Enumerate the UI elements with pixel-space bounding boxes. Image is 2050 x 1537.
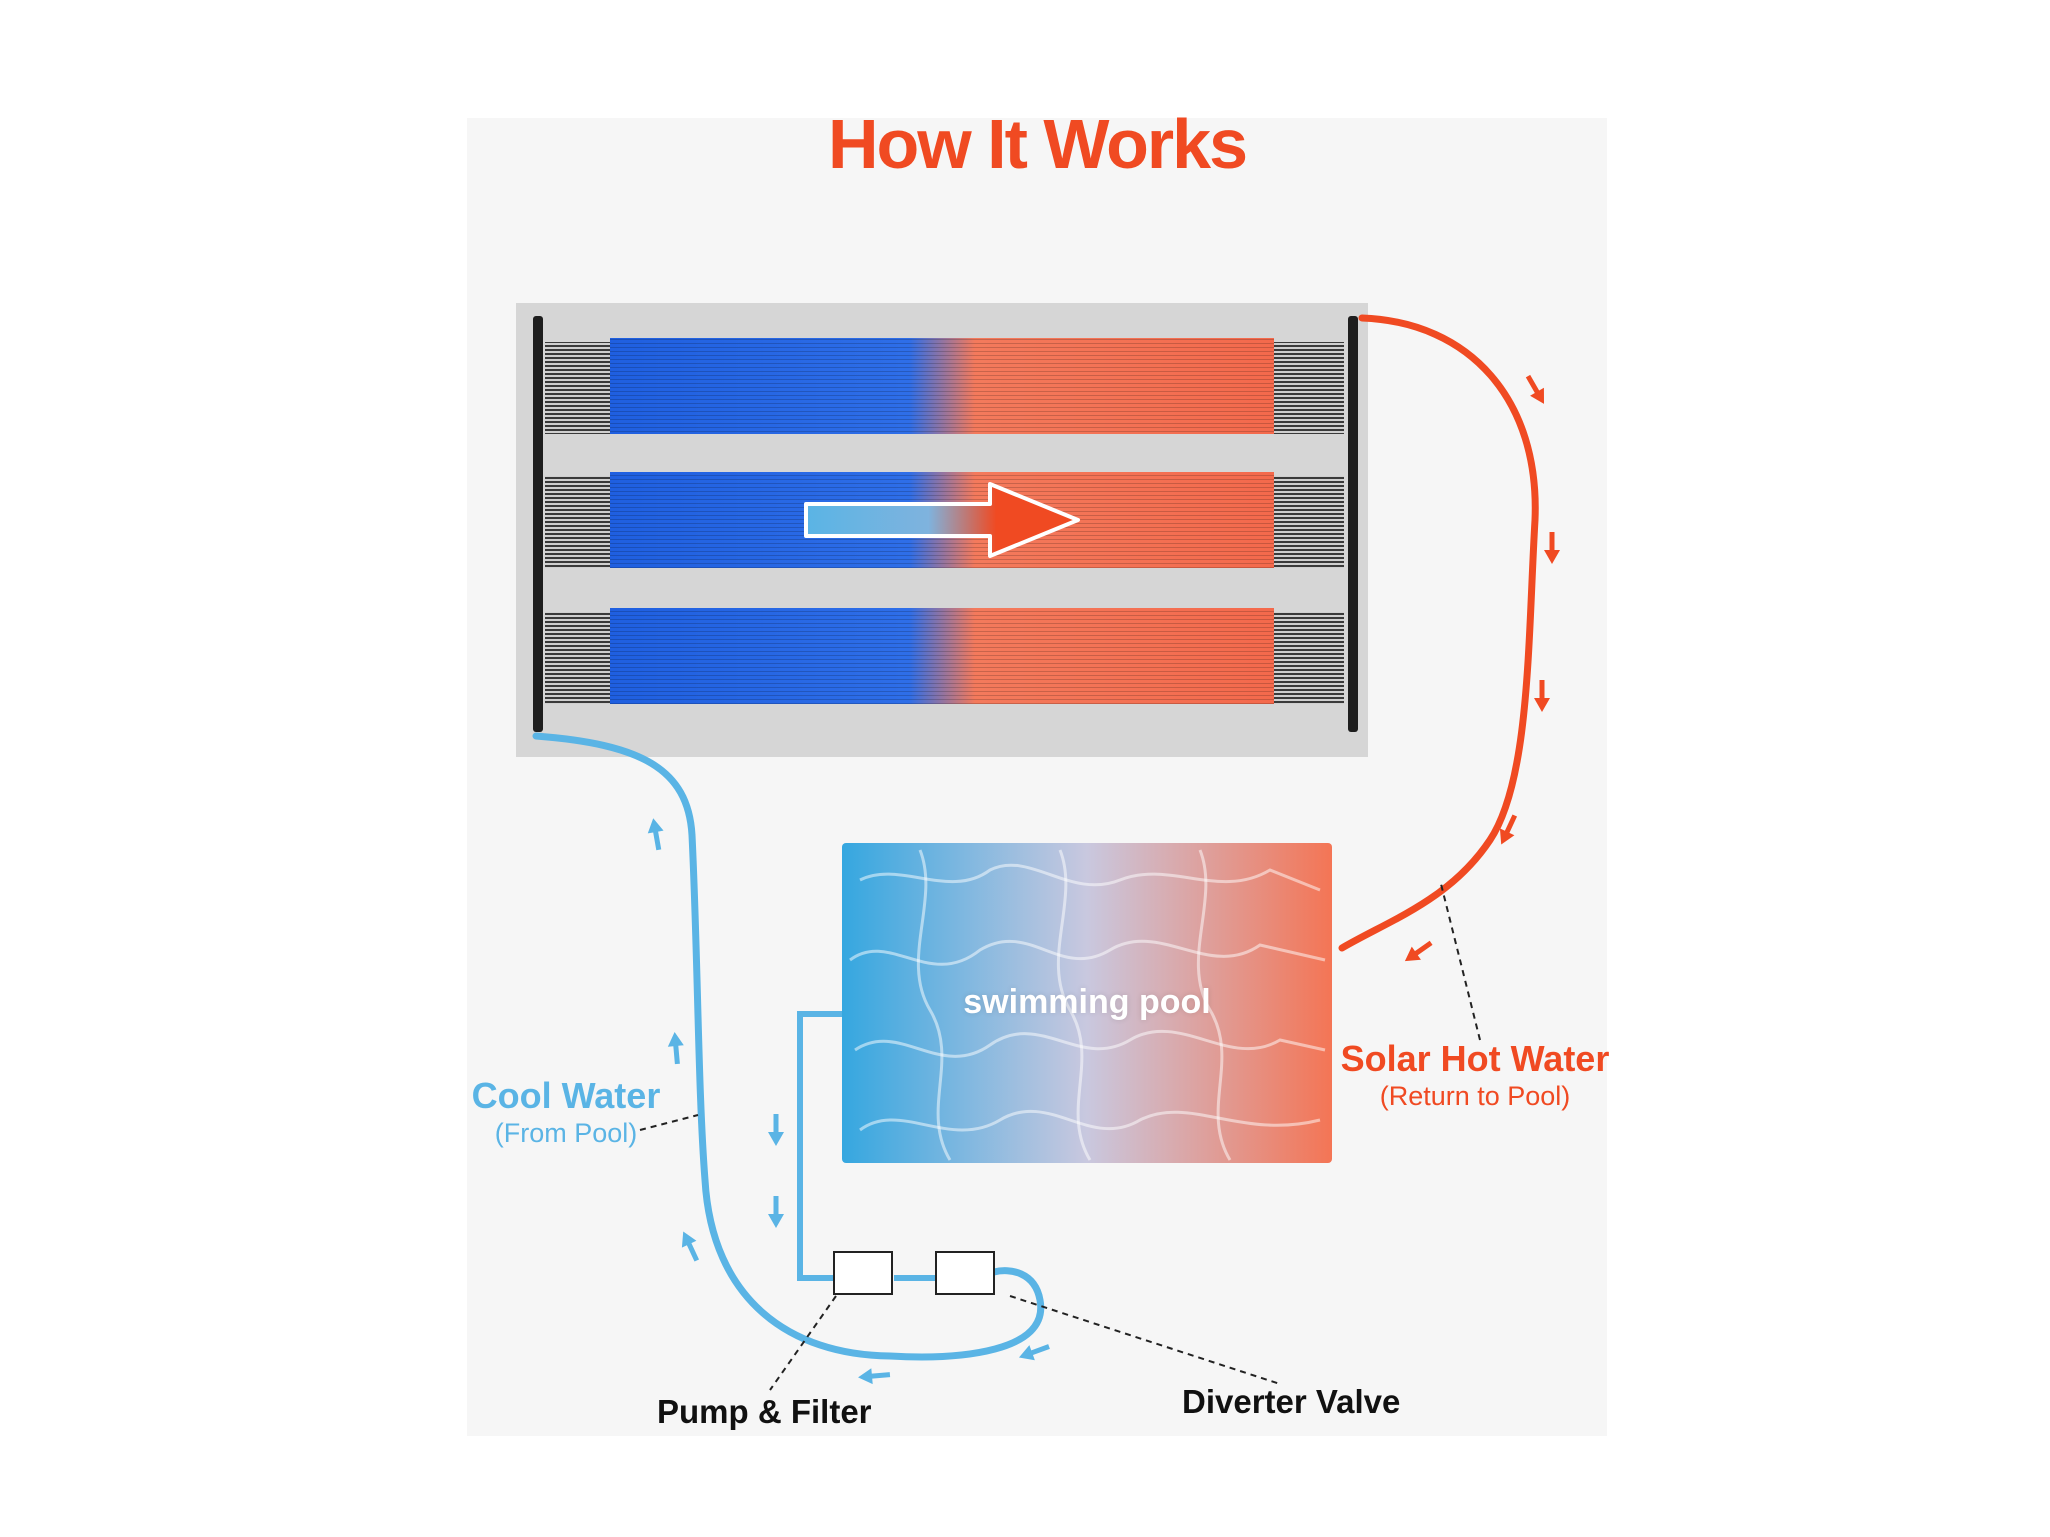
flow-arrow-icon [1018, 1344, 1050, 1361]
flow-arrow-icon [667, 1032, 684, 1065]
flow-arrow-icon [681, 1231, 700, 1262]
solar-hot-water-leader [1439, 879, 1481, 1041]
diverter-valve-box [935, 1251, 995, 1295]
diverter-valve-leader [1009, 1295, 1281, 1385]
collector-left-header [533, 316, 543, 732]
pump-filter-box [833, 1251, 893, 1295]
flow-arrow-icon [768, 1114, 784, 1146]
solar-panel-top [545, 338, 1344, 434]
flow-arrow-icon [1534, 680, 1550, 712]
solar-panel-bottom [545, 608, 1344, 704]
flow-arrow-icon [1544, 532, 1560, 564]
flow-arrow-icon [1525, 374, 1544, 404]
pump-filter-label: Pump & Filter [657, 1393, 872, 1430]
collector-right-header [1348, 316, 1358, 732]
gradient-flow-arrow-icon [804, 482, 1080, 558]
solar-hot-water-label: Solar Hot Water [1340, 1038, 1610, 1079]
cool-water-label: Cool Water [471, 1075, 661, 1116]
solar-hot-water-pipe [1338, 314, 1539, 952]
leader-lines [639, 879, 1481, 1391]
flow-arrow-icon [1499, 814, 1518, 845]
cool-water-pipe [532, 732, 1045, 1361]
swimming-pool [842, 843, 1332, 1163]
flow-arrow-icon [1404, 940, 1433, 962]
solar-hot-water-sublabel: (Return to Pool) [1379, 1081, 1571, 1111]
page-title: How It Works [827, 105, 1248, 183]
cool-water-sublabel: (From Pool) [494, 1118, 638, 1148]
swimming-pool-label: swimming pool [963, 983, 1211, 1021]
pump-filter-leader [769, 1295, 837, 1391]
flow-arrow-icon [647, 818, 664, 851]
cool-water-leader [639, 1114, 699, 1131]
diverter-valve-label: Diverter Valve [1182, 1383, 1401, 1420]
flow-arrow-icon [768, 1196, 784, 1228]
flow-arrow-icon [858, 1368, 891, 1385]
pool-outlet-pipe [797, 1011, 842, 1281]
